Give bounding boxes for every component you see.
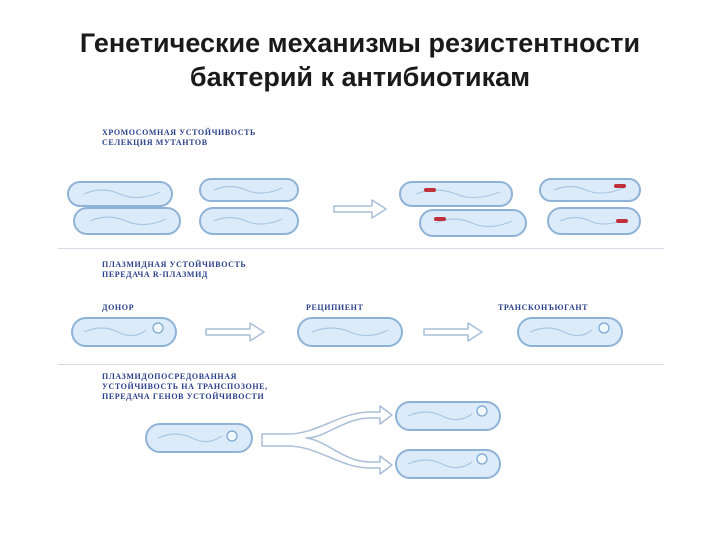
branching-arrow-icon [262,406,392,474]
arrow-right-icon [206,323,264,341]
plasmid [153,323,163,333]
arrow-right-icon [334,200,386,218]
arrow-right-icon [424,323,482,341]
mutation-mark [614,184,626,188]
mutation-mark [434,217,446,221]
mutation-mark [616,219,628,223]
plasmid [477,406,487,416]
plasmid [477,454,487,464]
plasmid [227,431,237,441]
mutation-mark [424,188,436,192]
plasmid [599,323,609,333]
